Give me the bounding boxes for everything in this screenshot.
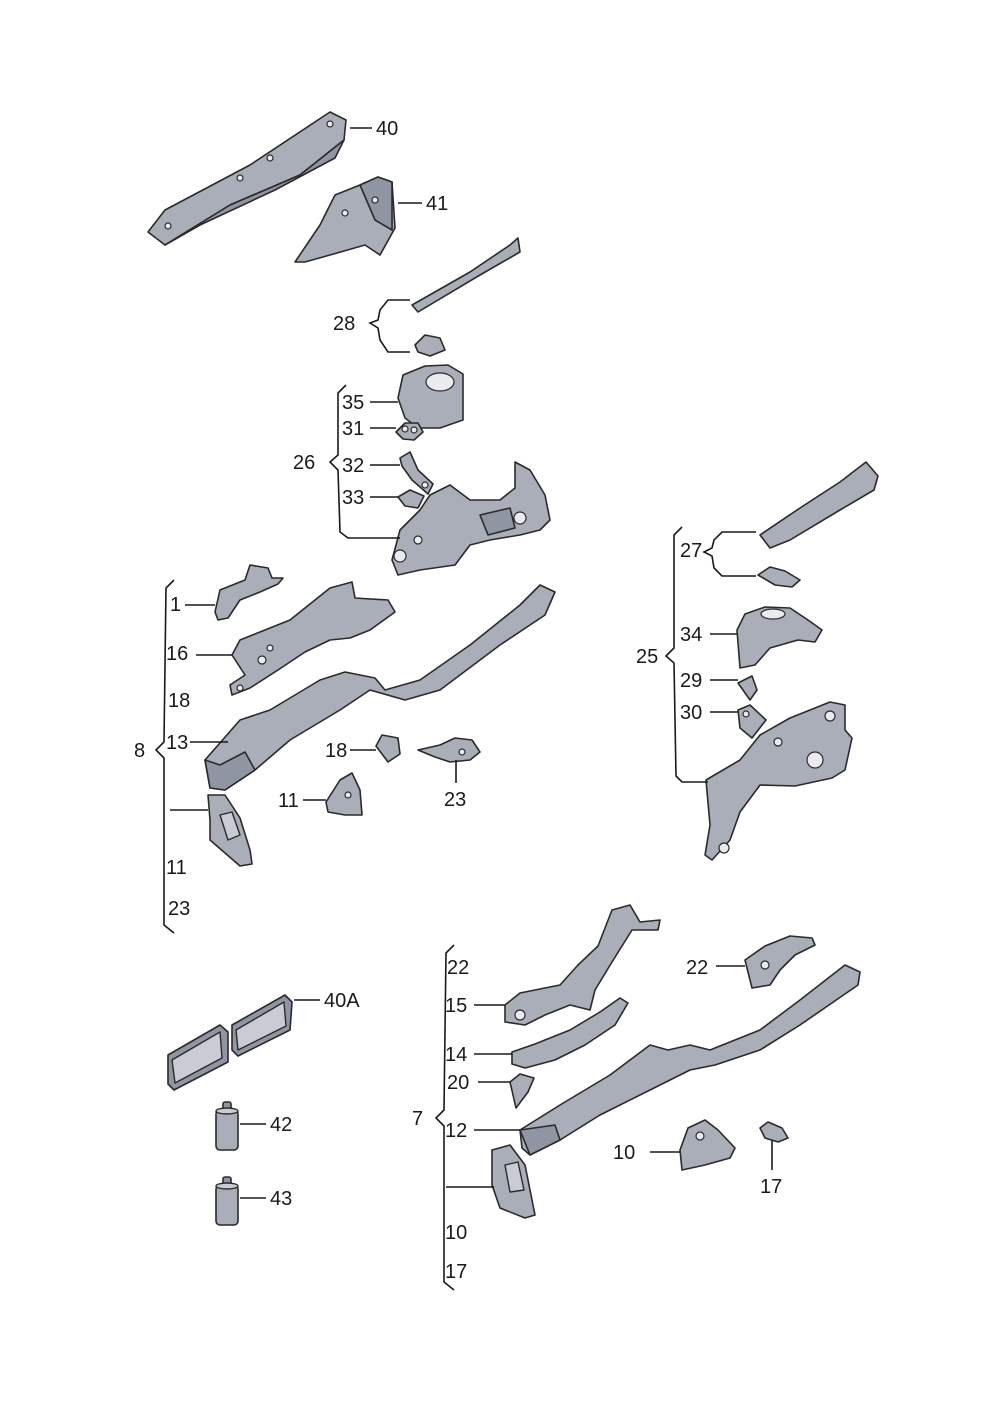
label-29: 29 <box>680 670 702 692</box>
part-13[interactable] <box>204 584 556 791</box>
part-41[interactable] <box>294 176 396 263</box>
label-11: 11 <box>278 790 299 812</box>
part-32[interactable] <box>399 451 434 495</box>
label-25: 25 <box>636 646 658 668</box>
part-14[interactable] <box>511 997 629 1069</box>
label-20: 20 <box>447 1072 469 1094</box>
part-33[interactable] <box>397 489 425 509</box>
part-29[interactable] <box>737 675 758 701</box>
label-1: 1 <box>170 594 181 616</box>
part-40A[interactable] <box>167 994 293 1091</box>
label-15: 15 <box>445 995 467 1017</box>
label-35: 35 <box>342 392 364 414</box>
label-33: 33 <box>342 487 364 509</box>
label-10-group: 10 <box>445 1222 467 1244</box>
part-17-small[interactable] <box>759 1121 789 1143</box>
part-15[interactable] <box>504 904 661 1026</box>
label-42: 42 <box>270 1114 292 1136</box>
part-30[interactable] <box>737 704 767 739</box>
part-34[interactable] <box>736 606 823 669</box>
part-10-plate[interactable] <box>491 1144 536 1219</box>
label-32: 32 <box>342 455 364 477</box>
part-42[interactable] <box>215 1101 239 1151</box>
label-31: 31 <box>342 418 364 440</box>
label-28: 28 <box>333 313 355 335</box>
label-12: 12 <box>445 1120 467 1142</box>
label-40A: 40A <box>324 990 360 1012</box>
part-26-wheelhouse[interactable] <box>391 461 551 576</box>
label-18: 18 <box>325 740 347 762</box>
label-41: 41 <box>426 193 448 215</box>
label-10: 10 <box>613 1142 635 1164</box>
part-43[interactable] <box>215 1176 239 1226</box>
label-17: 17 <box>760 1176 782 1198</box>
label-13: 13 <box>166 732 188 754</box>
part-25-wheelhouse[interactable] <box>704 701 853 861</box>
label-30: 30 <box>680 702 702 724</box>
part-23-small[interactable] <box>417 737 481 763</box>
part-27-rail[interactable] <box>759 461 879 549</box>
part-10-small[interactable] <box>679 1119 736 1171</box>
label-18-left: 18 <box>168 690 190 712</box>
part-22-small[interactable] <box>744 935 816 989</box>
part-11-plate[interactable] <box>207 794 253 867</box>
part-28-bracket[interactable] <box>414 334 446 357</box>
label-43: 43 <box>270 1188 292 1210</box>
part-28-rail[interactable] <box>411 237 521 313</box>
part-27-bracket[interactable] <box>757 566 801 588</box>
part-1[interactable] <box>214 564 284 621</box>
label-7: 7 <box>412 1108 423 1130</box>
label-16: 16 <box>166 643 188 665</box>
label-23-left: 23 <box>444 789 466 811</box>
part-12[interactable] <box>519 964 861 1156</box>
part-31[interactable] <box>395 422 424 441</box>
part-18-small[interactable] <box>375 734 401 763</box>
label-23-group: 23 <box>168 898 190 920</box>
label-40: 40 <box>376 118 398 140</box>
part-16[interactable] <box>229 581 396 696</box>
part-40[interactable] <box>147 111 347 246</box>
label-14: 14 <box>445 1044 467 1066</box>
label-17-group: 17 <box>445 1261 467 1283</box>
part-35[interactable] <box>397 364 464 429</box>
label-27: 27 <box>680 540 702 562</box>
label-34: 34 <box>680 624 702 646</box>
label-8: 8 <box>134 740 145 762</box>
part-11-small[interactable] <box>325 772 363 816</box>
part-20[interactable] <box>509 1073 535 1109</box>
label-22-group: 22 <box>447 957 469 979</box>
label-11-group: 11 <box>166 857 187 879</box>
label-22: 22 <box>686 957 708 979</box>
label-26: 26 <box>293 452 315 474</box>
